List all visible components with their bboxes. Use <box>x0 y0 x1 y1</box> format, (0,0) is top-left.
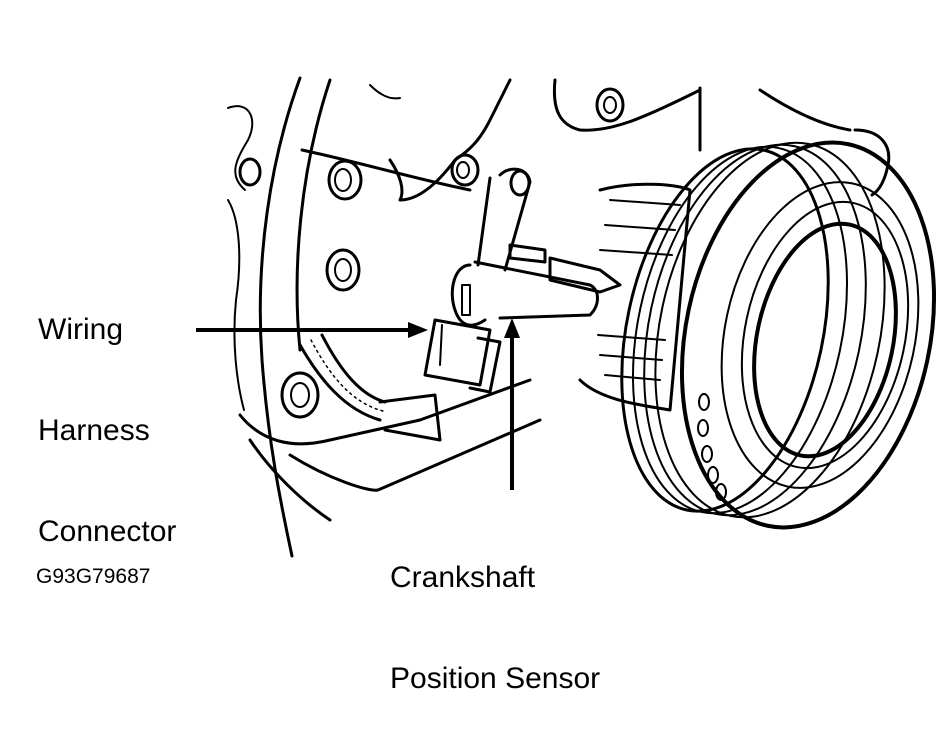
label-line: Harness <box>38 413 150 447</box>
diagram-canvas <box>196 76 937 558</box>
wiring-harness-conduit <box>298 333 442 442</box>
label-line: Connector <box>38 514 177 548</box>
sensor-bracket <box>476 167 532 272</box>
crankshaft-position-sensor <box>450 243 622 327</box>
timing-reluctor-wheel <box>578 182 692 412</box>
crankshaft-position-sensor-arrow <box>504 318 520 490</box>
figure-code: G93G79687 <box>36 565 151 588</box>
wiring-harness-connector-arrow <box>196 322 428 338</box>
crankshaft-position-sensor-label: Crankshaft Position Sensor <box>390 494 600 729</box>
engine-block <box>227 76 891 558</box>
label-line: Wiring <box>38 313 124 347</box>
bolts <box>238 87 625 419</box>
label-line: Crankshaft <box>390 561 536 595</box>
crankshaft-pulley <box>620 140 937 530</box>
label-line: Position Sensor <box>390 661 601 695</box>
wiring-harness-connector-label: Wiring Harness Connector <box>38 246 176 582</box>
wiring-harness-connector <box>423 318 502 394</box>
